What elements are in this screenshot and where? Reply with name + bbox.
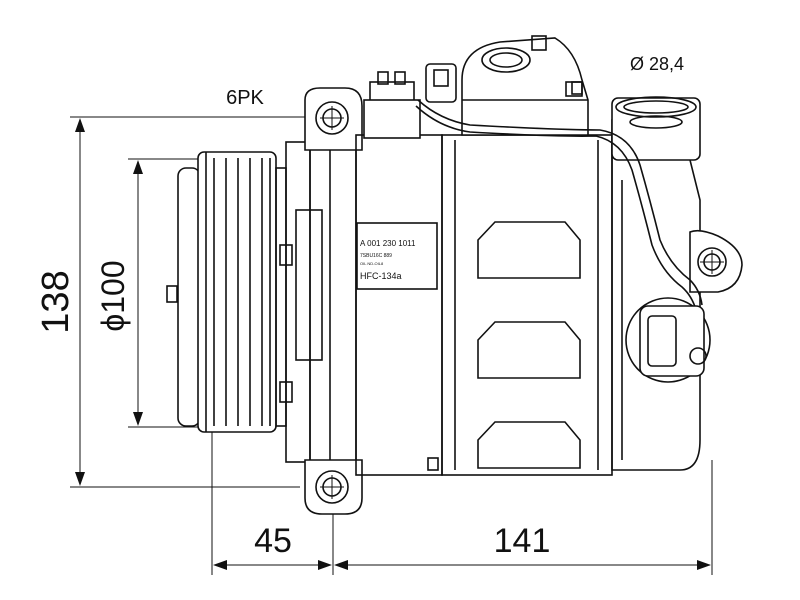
label-line-3: OIL ND-OIL8 (360, 261, 384, 266)
label-line-2: 7SBU16C 889 (360, 253, 392, 259)
offset-dimension: 45 (254, 522, 292, 560)
mounting-ear-right (689, 229, 743, 293)
belt-profile-label: 6PK (226, 87, 264, 109)
dimension-lines (70, 116, 713, 575)
pulley-diameter-dimension: ϕ100 (95, 260, 131, 331)
rear-port (611, 96, 701, 161)
bolt-icon (571, 81, 583, 95)
port-diameter-label: Ø 28,4 (630, 54, 684, 74)
bolt-icon (427, 457, 439, 471)
refrigerant-text: HFC-134a (360, 271, 402, 281)
mounting-ear-bottom (304, 459, 363, 515)
pressure-switch (625, 297, 711, 383)
label-plate: A 001 230 1011 7SBU16C 889 OIL ND-OIL8 H… (356, 222, 438, 290)
mounting-ear-top (304, 87, 363, 151)
front-housing (279, 141, 357, 479)
length-dimension: 141 (494, 522, 551, 560)
pulley (166, 151, 287, 433)
compressor-body (355, 119, 701, 476)
electrical-connector (363, 63, 703, 311)
part-number-text: A 001 230 1011 (360, 239, 416, 248)
top-port (461, 35, 589, 136)
height-dimension: 138 (35, 270, 77, 333)
